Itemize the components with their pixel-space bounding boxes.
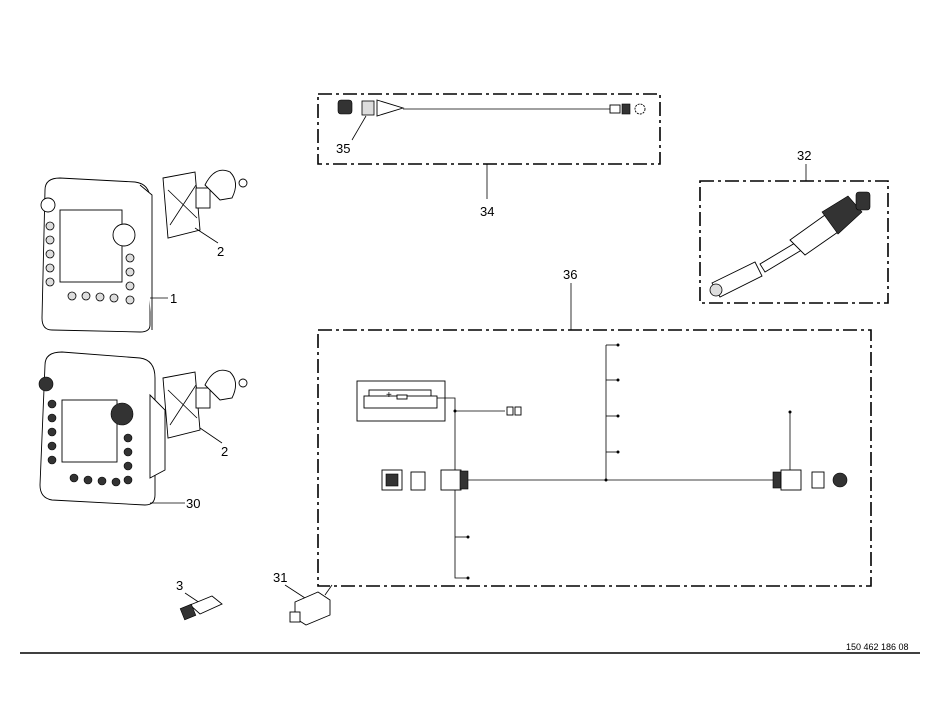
document-number: 150 462 186 08 <box>846 642 909 652</box>
bracket-2b-drawing <box>162 369 248 444</box>
svg-text:+: + <box>386 390 392 401</box>
cable-32-drawing <box>709 191 871 298</box>
terminal-1-drawing <box>40 177 168 333</box>
label-2b: 2 <box>221 444 228 459</box>
harness-36-frame <box>317 329 872 587</box>
label-30: 30 <box>186 496 200 511</box>
label-2a: 2 <box>217 244 224 259</box>
label-1: 1 <box>170 291 177 306</box>
label-31: 31 <box>273 570 287 585</box>
terminal-30-drawing <box>38 351 185 506</box>
bracket-2a-drawing <box>162 169 248 244</box>
label-32: 32 <box>797 148 811 163</box>
label-36: 36 <box>563 267 577 282</box>
label-35: 35 <box>336 141 350 156</box>
cable-32-frame <box>699 180 889 304</box>
connector-3-drawing <box>179 592 223 621</box>
harness-36-drawing: + <box>356 343 848 580</box>
cable-34-drawing <box>337 99 646 199</box>
label-34: 34 <box>480 204 494 219</box>
cable-34-frame <box>317 93 661 165</box>
relay-31-drawing <box>284 584 333 626</box>
label-3: 3 <box>176 578 183 593</box>
